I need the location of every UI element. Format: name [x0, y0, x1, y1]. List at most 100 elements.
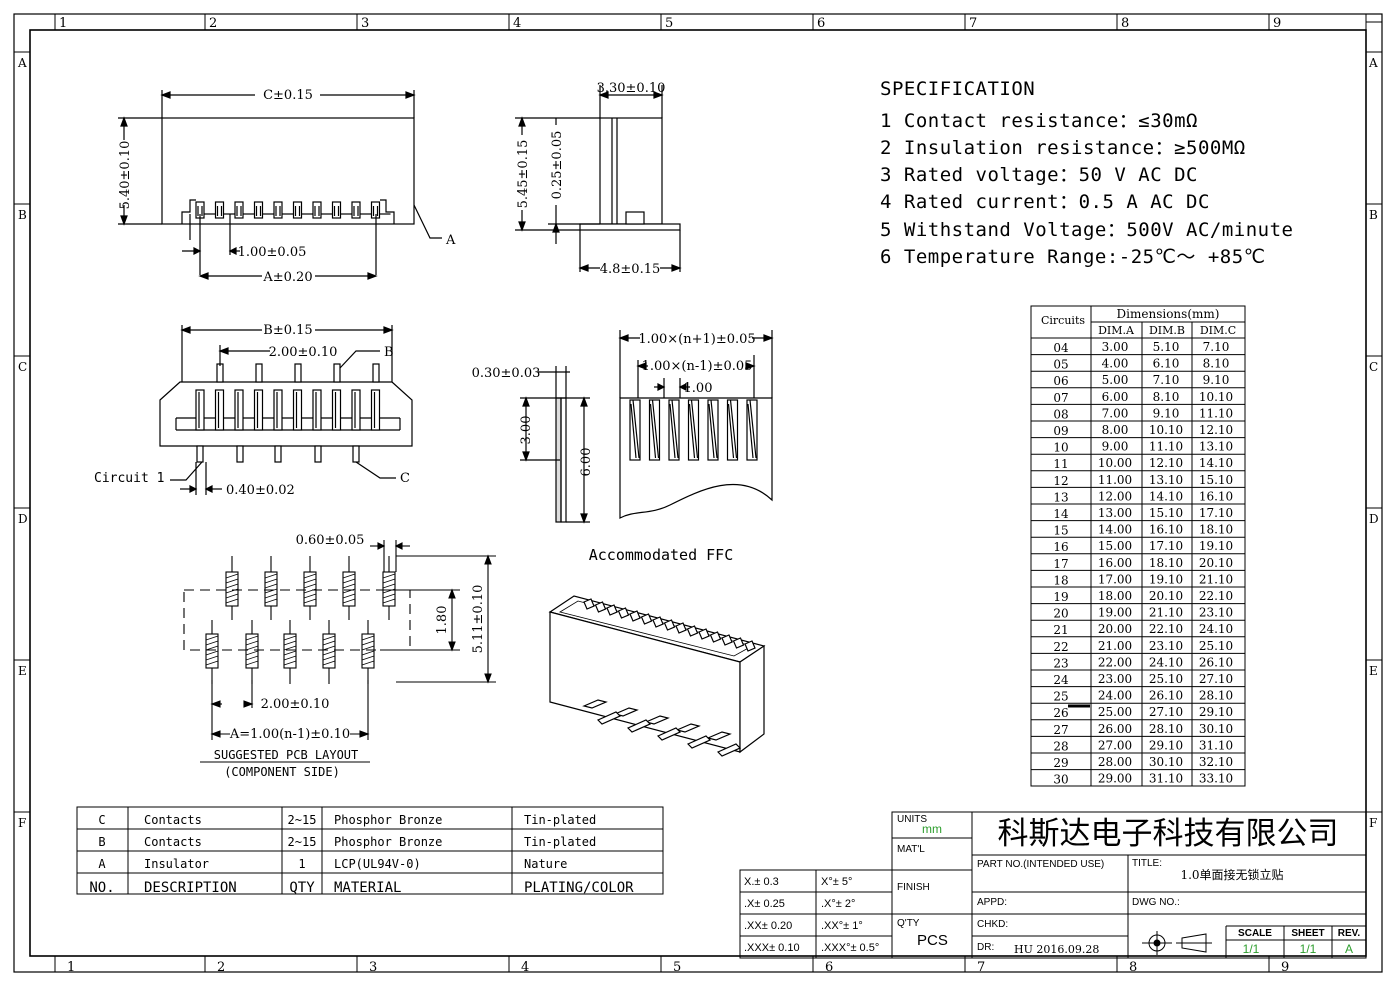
bom-cell-plating: Nature — [524, 857, 567, 871]
table-cell-dim-a: 10.00 — [1098, 456, 1132, 470]
bom-cell-description: DESCRIPTION — [144, 880, 237, 896]
table-cell-circuits: 06 — [1053, 374, 1068, 388]
table-cell-dim-b: 25.10 — [1149, 672, 1183, 686]
ffc-trace — [746, 399, 758, 461]
pcb-180-label: 1.80 — [435, 606, 450, 635]
callout-b: B — [384, 345, 394, 360]
dr-label: DR: — [977, 942, 994, 953]
table-col-c: DIM.C — [1200, 324, 1236, 337]
table-cell-dim-c: 22.10 — [1199, 589, 1233, 603]
frame-col-bottom-9: 9 — [1281, 960, 1289, 975]
iso-pin-top — [582, 699, 608, 709]
finish-label: FINISH — [897, 882, 930, 893]
table-cell-circuits: 17 — [1053, 557, 1068, 571]
tolerance-linear: .X± 0.25 — [744, 898, 785, 910]
qty-value: PCS — [917, 932, 948, 949]
bom-cell-qty: 1 — [298, 857, 305, 871]
iso-contact — [698, 628, 710, 640]
iso-contact — [721, 634, 733, 646]
table-cell-dim-a: 16.00 — [1098, 556, 1132, 570]
table-cell-dim-c: 21.10 — [1199, 572, 1233, 586]
ffc-side — [520, 366, 590, 524]
appd-label: APPD: — [977, 897, 1007, 908]
tolerance-linear: .XXX± 0.10 — [744, 942, 800, 954]
table-cell-dim-c: 19.10 — [1199, 539, 1233, 553]
table-cell-circuits: 11 — [1053, 457, 1068, 471]
table-cell-dim-b: 11.10 — [1149, 440, 1183, 454]
bottom-contact — [312, 389, 322, 431]
table-header-circuits: Circuits — [1041, 314, 1085, 327]
bottom-contact — [253, 389, 264, 431]
table-cell-dim-c: 13.10 — [1199, 440, 1233, 454]
iso-contact — [709, 631, 722, 643]
table-cell-dim-c: 27.10 — [1199, 672, 1233, 686]
bom-cell-material: LCP(UL94V-0) — [334, 857, 421, 871]
table-cell-circuits: 04 — [1053, 341, 1069, 355]
bottom-contact — [273, 389, 283, 431]
iso-pin-bottom — [716, 743, 742, 757]
inner-border — [29, 29, 1367, 957]
chkd-label: CHKD: — [977, 919, 1008, 930]
frame-row-right-D: D — [1369, 512, 1379, 526]
frame-col-bottom-2: 2 — [217, 960, 225, 975]
front-pitch-label: 1.00±0.05 — [238, 245, 307, 260]
frame-row-right-E: E — [1369, 664, 1378, 678]
dimensions-table-text: Circuits Dimensions(mm) DIM.A DIM.B DIM.… — [1041, 307, 1236, 787]
bom-cell-description: Contacts — [144, 813, 202, 827]
spec-line-2: 2 Insulation resistance：≥500MΩ — [880, 137, 1246, 159]
ffc-w2-label: 1.00×(n-1)±0.05 — [642, 359, 753, 374]
bottom-tail-bottom — [314, 445, 322, 463]
table-cell-dim-c: 12.10 — [1199, 423, 1233, 437]
iso-pin-top — [675, 723, 701, 733]
bottom-tail-bottom — [236, 445, 244, 463]
rev-label: REV. — [1338, 928, 1361, 939]
table-cell-dim-a: 5.00 — [1102, 373, 1129, 387]
table-cell-dim-b: 27.10 — [1149, 705, 1183, 719]
table-cell-dim-a: 4.00 — [1102, 357, 1129, 371]
table-cell-dim-a: 27.00 — [1098, 738, 1132, 752]
table-cell-dim-c: 28.10 — [1199, 689, 1233, 703]
frame-ticks — [14, 14, 1382, 972]
side-inner-label: 0.25±0.05 — [550, 131, 565, 200]
table-cell-dim-c: 20.10 — [1199, 556, 1233, 570]
table-cell-dim-c: 16.10 — [1199, 489, 1233, 503]
units-label: UNITS — [897, 814, 927, 825]
iso-contact — [732, 637, 745, 649]
table-cell-dim-a: 12.00 — [1098, 489, 1132, 503]
table-cell-circuits: 20 — [1053, 607, 1068, 621]
part-no-label: PART NO.(INTENDED USE) — [977, 859, 1104, 870]
spec-title: SPECIFICATION — [880, 78, 1036, 100]
table-cell-dim-c: 25.10 — [1199, 639, 1233, 653]
table-cell-dim-b: 19.10 — [1149, 572, 1183, 586]
table-cell-circuits: 08 — [1053, 407, 1068, 421]
bom-cell-no: A — [98, 857, 106, 871]
bom-cell-plating: Tin-plated — [524, 835, 596, 849]
table-cell-dim-b: 29.10 — [1149, 738, 1183, 752]
bottom-tail-top — [372, 363, 380, 383]
table-cell-dim-c: 17.10 — [1199, 506, 1233, 520]
table-cell-dim-b: 16.10 — [1149, 523, 1183, 537]
table-cell-dim-b: 7.10 — [1153, 373, 1180, 387]
table-cell-dim-b: 8.10 — [1153, 390, 1180, 404]
bottom-contact — [292, 389, 303, 431]
table-cell-dim-a: 11.00 — [1098, 473, 1132, 487]
table-cell-dim-b: 20.10 — [1149, 589, 1183, 603]
pcb-511-label: 5.11±0.10 — [471, 585, 486, 654]
table-cell-dim-a: 8.00 — [1102, 423, 1129, 437]
pcb-layout — [183, 540, 496, 763]
frame-col-top-4: 4 — [513, 16, 521, 31]
table-cell-circuits: 15 — [1053, 524, 1068, 538]
table-cell-dim-c: 8.10 — [1203, 357, 1230, 371]
front-contact — [292, 201, 303, 219]
table-cell-dim-c: 18.10 — [1199, 523, 1233, 537]
table-cell-dim-b: 17.10 — [1149, 539, 1183, 553]
frame-col-bottom-6: 6 — [825, 960, 833, 975]
title-label: TITLE: — [1132, 858, 1162, 869]
table-cell-dim-c: 9.10 — [1203, 373, 1230, 387]
dwg-no-label: DWG NO.: — [1132, 897, 1180, 908]
bom-cell-no: B — [98, 835, 105, 849]
ffc-w3-label: 1.00 — [684, 381, 713, 396]
table-cell-dim-b: 31.10 — [1149, 772, 1183, 786]
